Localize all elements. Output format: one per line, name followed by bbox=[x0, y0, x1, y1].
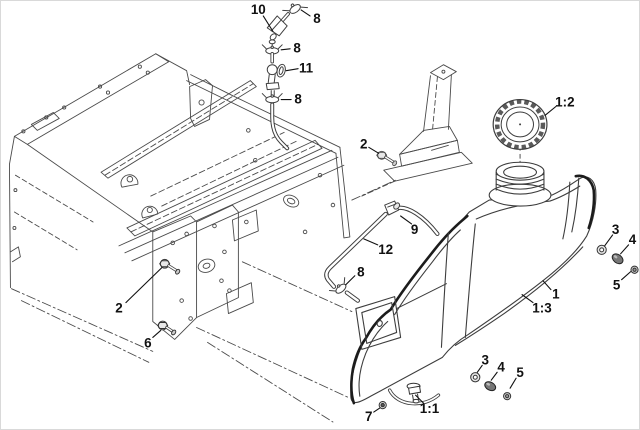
callout-2-bracket-bolt: 2 bbox=[360, 136, 367, 151]
callout-2-frame-bolt: 2 bbox=[115, 301, 122, 316]
bushing-icon bbox=[611, 253, 624, 265]
grommet-icon bbox=[378, 401, 387, 410]
filler-neck bbox=[488, 161, 552, 207]
leader-lines bbox=[125, 9, 632, 413]
callout-8-upper-clamp: 8 bbox=[293, 41, 301, 56]
alignment-centerlines bbox=[10, 178, 399, 423]
tank-bottom-fitting bbox=[387, 382, 441, 406]
fuel-valve-icon bbox=[265, 63, 286, 97]
callout-3-washer-bottom: 3 bbox=[481, 352, 488, 367]
callout-8-line-clamp: 8 bbox=[357, 265, 365, 280]
fuel-line bbox=[324, 200, 440, 303]
callout-5-nut-right: 5 bbox=[613, 278, 621, 293]
fuel-tank bbox=[350, 141, 597, 405]
callout-1-2-fuel-cap: 1:2 bbox=[555, 95, 574, 110]
callout-6-frame-bolt: 6 bbox=[144, 335, 151, 350]
washer-icon bbox=[596, 244, 607, 255]
fuel-cap bbox=[492, 98, 548, 150]
callout-5-nut-bottom: 5 bbox=[516, 365, 524, 380]
nut-icon bbox=[630, 265, 639, 274]
callout-4-bushing-right: 4 bbox=[629, 232, 637, 247]
callout-11-valve: 11 bbox=[299, 61, 314, 76]
hose-clamp-icon bbox=[282, 3, 309, 14]
callout-1-3-tank-seam: 1:3 bbox=[532, 301, 551, 316]
callout-1-1-bottom-fitting: 1:1 bbox=[420, 401, 440, 416]
callout-12-fuel-line: 12 bbox=[378, 242, 393, 257]
chassis-frame bbox=[9, 53, 399, 423]
callout-10-elbow: 10 bbox=[251, 2, 266, 17]
callout-3-washer-right: 3 bbox=[612, 222, 619, 237]
bolt-icon bbox=[376, 150, 398, 167]
hose-clamp-icon bbox=[261, 44, 283, 55]
bushing-icon bbox=[484, 381, 497, 392]
fasteners bbox=[157, 244, 639, 410]
hose-clamp-icon bbox=[328, 277, 347, 294]
elbow-fitting-icon bbox=[384, 200, 401, 216]
callout-4-bushing-bottom: 4 bbox=[497, 359, 505, 374]
callout-8-hose-top: 8 bbox=[313, 11, 321, 26]
callout-7-grommet: 7 bbox=[365, 409, 372, 424]
callout-1-fuel-tank: 1 bbox=[552, 287, 560, 302]
bolt-icon bbox=[159, 258, 181, 275]
bolt-icon bbox=[157, 320, 177, 336]
mounting-bracket bbox=[361, 64, 473, 197]
callout-8-lower-clamp: 8 bbox=[294, 92, 302, 107]
washer-icon bbox=[470, 372, 481, 383]
hose-clamp-icon bbox=[261, 93, 283, 104]
callout-labels: 10 8 8 11 8 2 1:2 2 6 9 12 8 1 1:3 3 4 5… bbox=[115, 2, 637, 424]
callout-9-fitting: 9 bbox=[411, 222, 418, 237]
nut-icon bbox=[503, 392, 512, 401]
